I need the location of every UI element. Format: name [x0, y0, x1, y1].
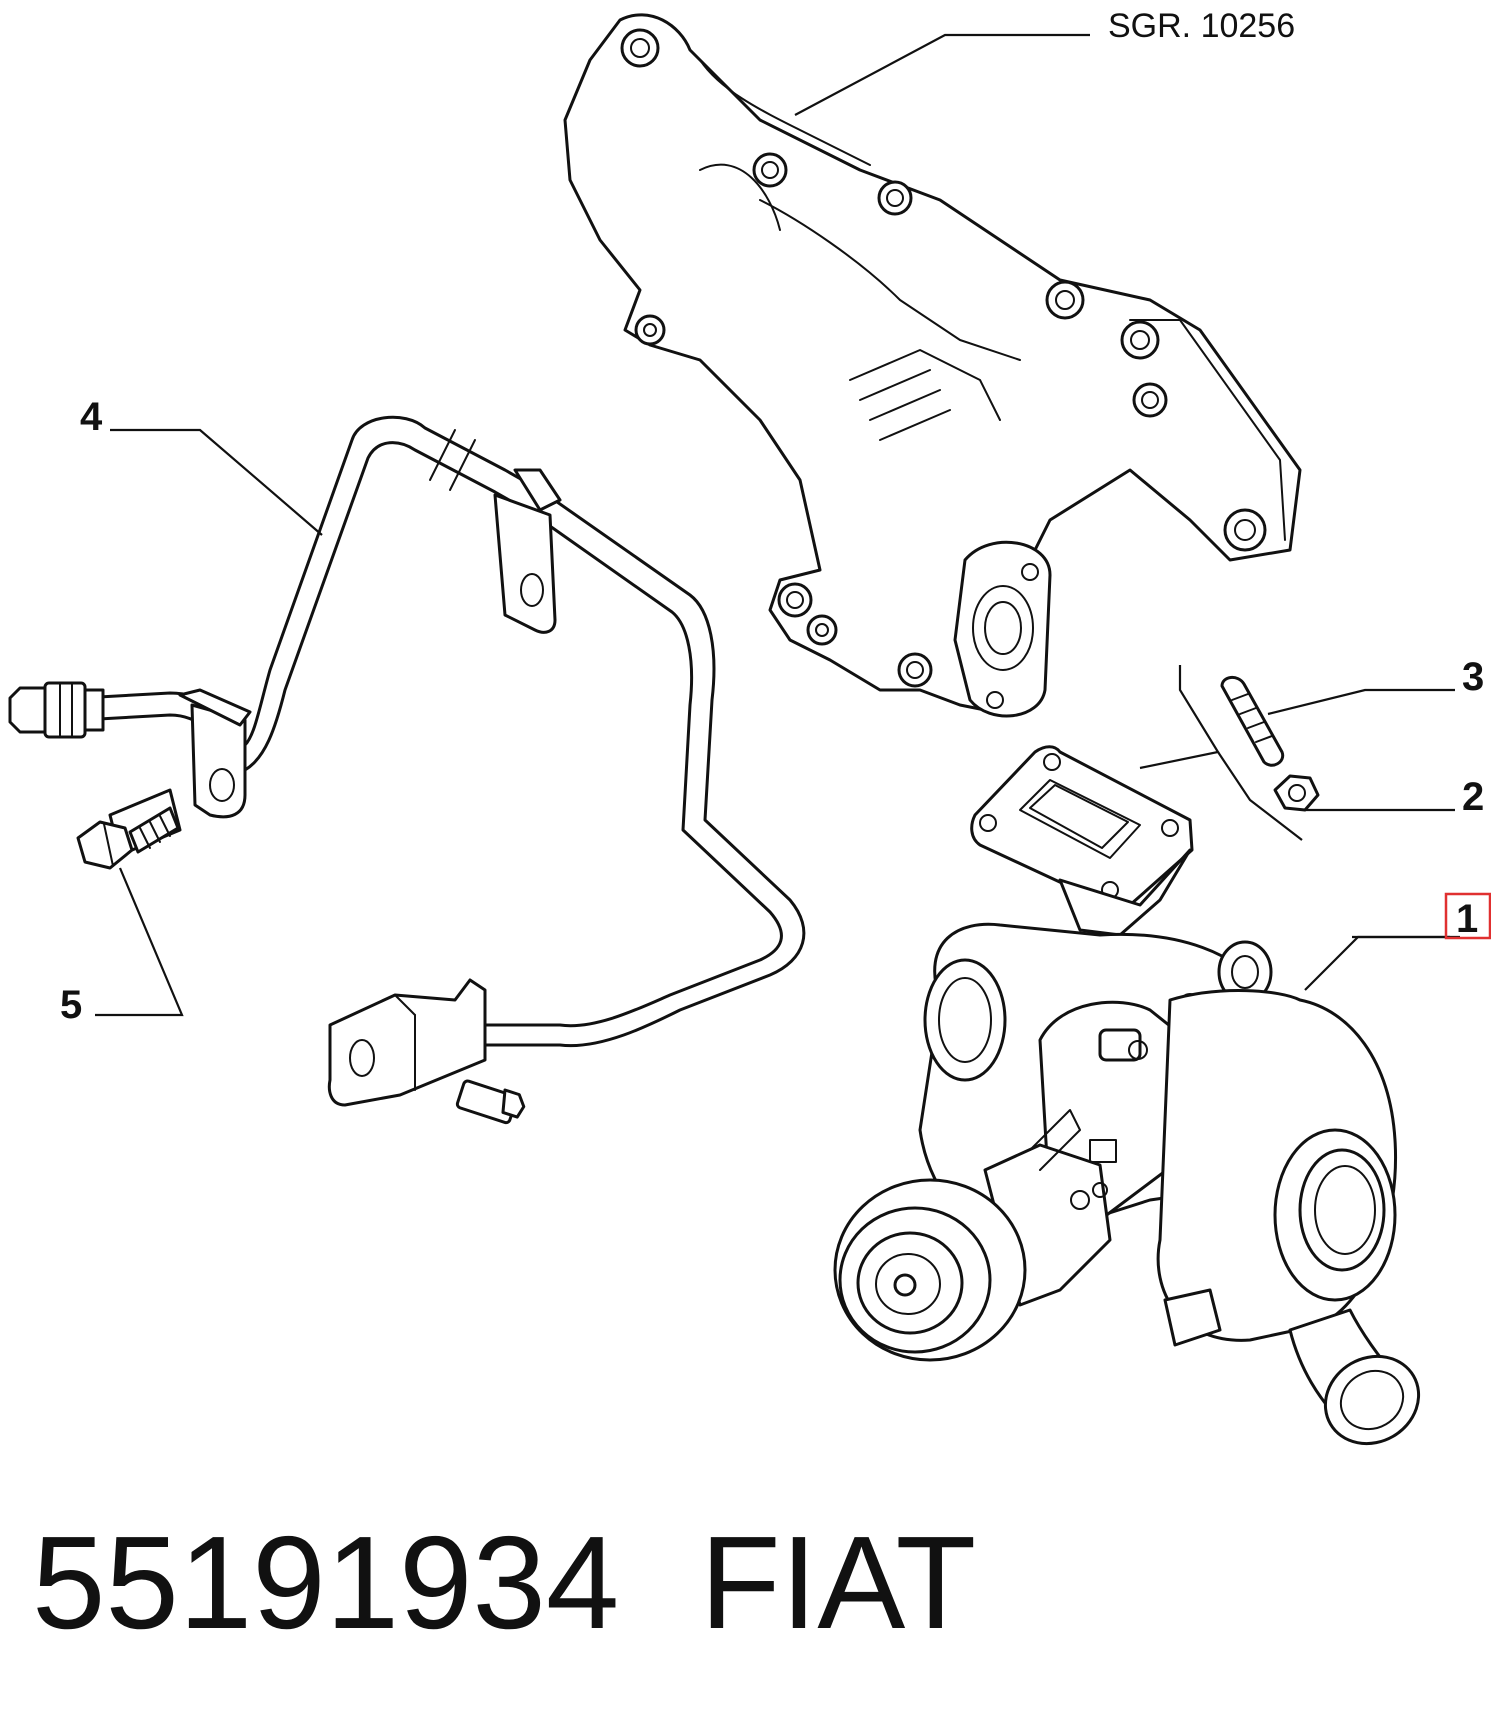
brand-name: FIAT — [700, 1509, 976, 1656]
callout-3[interactable]: 3 — [1462, 655, 1484, 699]
stud — [1220, 676, 1285, 767]
exhaust-manifold — [563, 13, 1302, 718]
reference-leader — [794, 33, 1090, 116]
callout-1-highlight — [1444, 892, 1491, 940]
part-number: 55191934 — [32, 1509, 619, 1656]
bolt — [76, 788, 182, 870]
callout-2[interactable]: 2 — [1462, 775, 1484, 819]
callout-1[interactable]: 1 — [1456, 897, 1478, 941]
callout-4[interactable]: 4 — [80, 395, 103, 439]
nut — [1273, 774, 1320, 812]
reference-label: SGR. 10256 — [1108, 7, 1295, 45]
callout-5[interactable]: 5 — [60, 983, 82, 1027]
oil-feed-pipe — [8, 415, 806, 1125]
turbocharger — [833, 745, 1421, 1446]
